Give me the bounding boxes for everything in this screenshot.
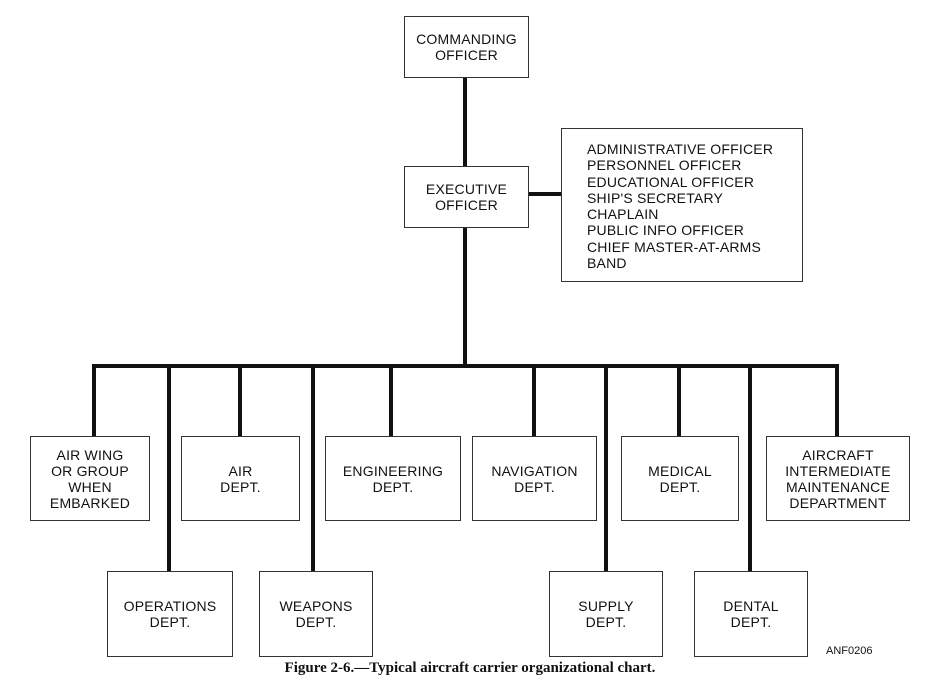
staff-item: CHAPLAIN: [587, 206, 659, 223]
figure-code: ANF0206: [826, 645, 873, 657]
commanding-officer-box: COMMANDING OFFICER: [404, 16, 529, 78]
air-dept-box: AIR DEPT.: [181, 436, 300, 521]
aimd-box: AIRCRAFT INTERMEDIATE MAINTENANCE DEPART…: [766, 436, 910, 521]
figure-caption: Figure 2-6.—Typical aircraft carrier org…: [284, 660, 656, 676]
staff-item: SHIP'S SECRETARY: [587, 189, 724, 206]
staff-item: PUBLIC INFO OFFICER: [587, 222, 745, 239]
staff-item: PERSONNEL OFFICER: [587, 157, 742, 174]
medical-dept-box: MEDICAL DEPT.: [621, 436, 739, 521]
weapons-dept-box: WEAPONS DEPT.: [259, 571, 373, 657]
navigation-dept-box: NAVIGATION DEPT.: [472, 436, 597, 521]
staff-item: EDUCATIONAL OFFICER: [587, 173, 755, 190]
supply-dept-box: SUPPLY DEPT.: [549, 571, 663, 657]
staff-item: ADMINISTRATIVE OFFICER: [587, 141, 774, 157]
dental-dept-box: DENTAL DEPT.: [694, 571, 808, 657]
staff-officers-box: ADMINISTRATIVE OFFICER PERSONNEL OFFICER…: [561, 128, 803, 282]
executive-officer-box: EXECUTIVE OFFICER: [404, 166, 529, 228]
air-wing-box: AIR WING OR GROUP WHEN EMBARKED: [30, 436, 150, 521]
operations-dept-box: OPERATIONS DEPT.: [107, 571, 233, 657]
engineering-dept-box: ENGINEERING DEPT.: [325, 436, 461, 521]
staff-item: BAND: [587, 255, 627, 272]
staff-item: CHIEF MASTER-AT-ARMS: [587, 238, 762, 255]
